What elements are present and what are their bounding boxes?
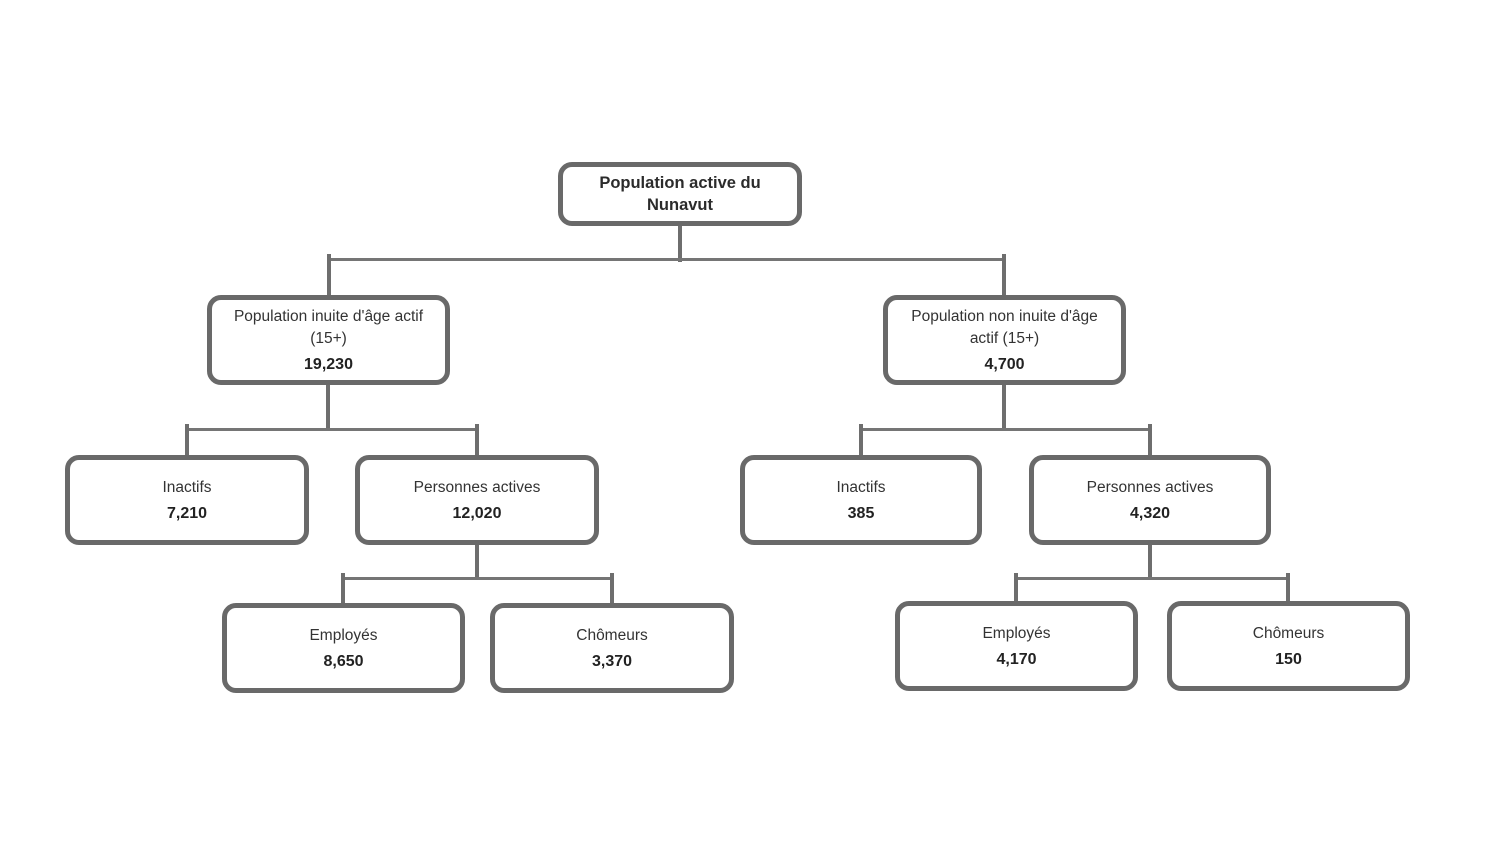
node-inuit-actives-value: 12,020: [452, 505, 502, 523]
node-non-inuit-value: 4,700: [984, 356, 1025, 374]
node-inuit-chomeurs: Chômeurs 3,370: [490, 603, 734, 693]
connector-root-rail: [327, 258, 1006, 261]
node-inuit-label: Population inuite d'âge actif (15+): [233, 307, 424, 347]
connector-non-inuit-rail: [859, 428, 1152, 431]
node-non-inuit-actives-label: Personnes actives: [1086, 478, 1214, 496]
node-non-inuit-actives: Personnes actives 4,320: [1029, 455, 1271, 545]
connector-non-inuit-actives-drop-right: [1286, 573, 1290, 604]
connector-inuit-drop-right: [475, 424, 479, 458]
connector-non-inuit-actives-rail: [1014, 577, 1290, 580]
connector-inuit-actives-stub: [475, 545, 479, 580]
connector-inuit-rail: [185, 428, 479, 431]
node-inuit-chomeurs-value: 3,370: [591, 653, 633, 671]
connector-inuit-stub: [326, 385, 330, 431]
node-root: Population active du Nunavut: [558, 162, 802, 226]
node-inuit-actives: Personnes actives 12,020: [355, 455, 599, 545]
connector-non-inuit-stub: [1002, 385, 1006, 431]
node-non-inuit: Population non inuite d'âge actif (15+) …: [883, 295, 1126, 385]
node-inuit: Population inuite d'âge actif (15+) 19,2…: [207, 295, 450, 385]
node-non-inuit-inactifs-label: Inactifs: [836, 478, 886, 496]
node-non-inuit-chomeurs-label: Chômeurs: [1252, 624, 1325, 642]
node-non-inuit-chomeurs: Chômeurs 150: [1167, 601, 1410, 691]
connector-inuit-actives-drop-left: [341, 573, 345, 606]
node-inuit-value: 19,230: [304, 356, 353, 374]
node-inuit-employes-value: 8,650: [323, 653, 364, 671]
node-non-inuit-employes: Employés 4,170: [895, 601, 1138, 691]
node-inuit-employes-label: Employés: [309, 626, 378, 644]
node-non-inuit-inactifs: Inactifs 385: [740, 455, 982, 545]
connector-non-inuit-actives-drop-left: [1014, 573, 1018, 604]
node-inuit-employes: Employés 8,650: [222, 603, 465, 693]
node-non-inuit-actives-value: 4,320: [1129, 505, 1171, 523]
connector-root-stub: [678, 226, 682, 262]
node-non-inuit-chomeurs-value: 150: [1275, 651, 1302, 669]
node-non-inuit-employes-value: 4,170: [996, 651, 1037, 669]
node-root-label: Population active du Nunavut: [599, 173, 761, 214]
connector-inuit-actives-drop-right: [610, 573, 614, 606]
node-inuit-chomeurs-label: Chômeurs: [576, 626, 648, 644]
node-inuit-actives-label: Personnes actives: [413, 478, 541, 496]
node-non-inuit-employes-label: Employés: [982, 624, 1051, 642]
node-non-inuit-inactifs-value: 385: [847, 505, 875, 523]
node-inuit-inactifs-label: Inactifs: [162, 478, 212, 496]
node-inuit-inactifs: Inactifs 7,210: [65, 455, 309, 545]
connector-inuit-actives-rail: [341, 577, 614, 580]
connector-non-inuit-drop-left: [859, 424, 863, 458]
node-non-inuit-label: Population non inuite d'âge actif (15+): [911, 307, 1098, 347]
connector-non-inuit-actives-stub: [1148, 545, 1152, 580]
connector-non-inuit-drop-right: [1148, 424, 1152, 458]
connector-root-drop-right: [1002, 254, 1006, 299]
connector-inuit-drop-left: [185, 424, 189, 458]
node-inuit-inactifs-value: 7,210: [166, 505, 208, 523]
connector-root-drop-left: [327, 254, 331, 299]
